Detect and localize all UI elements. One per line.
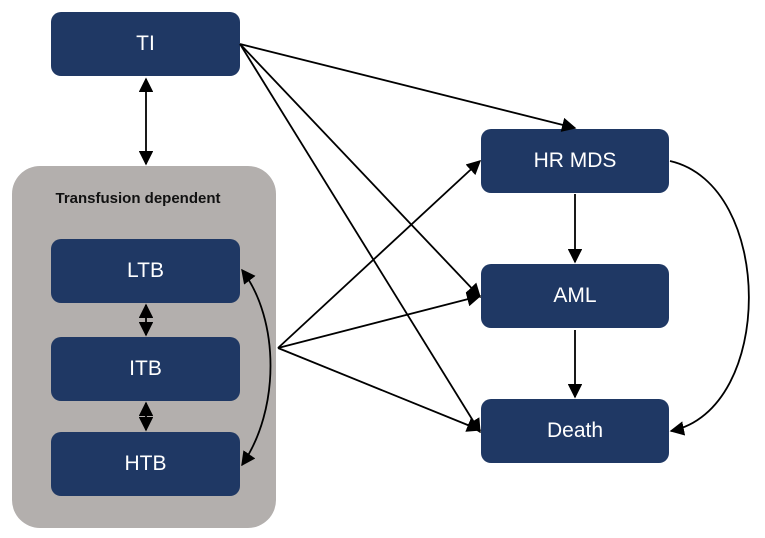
node-itb: ITB	[51, 337, 240, 401]
group-title: Transfusion dependent	[55, 190, 221, 207]
edge-td-aml	[277, 292, 482, 349]
edge-ltb-htb	[241, 268, 272, 467]
node-htb: HTB	[51, 432, 240, 496]
node-death: Death	[481, 399, 669, 463]
edge-ti-aml	[239, 43, 481, 299]
edge-ti-death	[239, 43, 481, 434]
node-htb-label: HTB	[124, 452, 167, 475]
node-itb-label: ITB	[129, 357, 162, 380]
node-ltb: LTB	[51, 239, 240, 303]
node-ltb-label: LTB	[127, 259, 164, 282]
edge-ti-hrmds	[239, 43, 577, 132]
node-aml-label: AML	[553, 284, 597, 307]
node-aml: AML	[481, 264, 669, 328]
edge-hrmds-death	[669, 160, 750, 436]
node-hr-mds: HR MDS	[481, 129, 669, 193]
node-ti: TI	[51, 12, 240, 76]
edge-td-hrmds	[277, 160, 482, 349]
node-death-label: Death	[546, 419, 604, 442]
node-hr-mds-label: HR MDS	[533, 149, 617, 172]
edge-td-death	[277, 347, 482, 432]
node-ti-label: TI	[136, 32, 155, 55]
